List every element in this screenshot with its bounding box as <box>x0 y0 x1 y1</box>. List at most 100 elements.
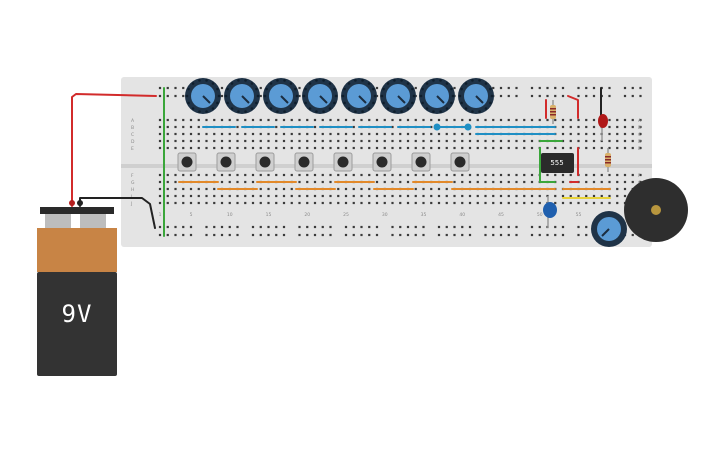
breadboard-hole[interactable] <box>298 233 301 237</box>
breadboard-hole[interactable] <box>306 139 309 143</box>
wire-green-chip[interactable] <box>539 147 556 183</box>
breadboard-hole[interactable] <box>538 94 541 98</box>
breadboard-hole[interactable] <box>414 187 417 191</box>
breadboard-hole[interactable] <box>205 132 208 136</box>
breadboard-hole[interactable] <box>368 118 371 122</box>
breadboard-hole[interactable] <box>406 225 410 229</box>
breadboard-hole[interactable] <box>468 146 472 150</box>
wire-endpoint[interactable] <box>464 123 472 131</box>
breadboard-hole[interactable] <box>430 187 433 191</box>
breadboard-hole[interactable] <box>484 139 487 143</box>
potentiometer-8[interactable] <box>458 78 494 114</box>
breadboard-hole[interactable] <box>174 146 177 150</box>
breadboard-hole[interactable] <box>174 233 177 237</box>
breadboard-hole[interactable] <box>236 125 239 129</box>
breadboard-hole[interactable] <box>251 225 255 229</box>
wires[interactable] <box>71 87 611 237</box>
breadboard-hole[interactable] <box>290 187 293 191</box>
breadboard-hole[interactable] <box>298 146 301 150</box>
breadboard-hole[interactable] <box>174 132 177 136</box>
potentiometer-5[interactable] <box>341 78 377 114</box>
breadboard-hole[interactable] <box>507 225 510 229</box>
breadboard-hole[interactable] <box>306 118 309 122</box>
breadboard-hole[interactable] <box>437 146 441 150</box>
breadboard-hole[interactable] <box>267 225 270 229</box>
breadboard-hole[interactable] <box>484 180 487 184</box>
breadboard-hole[interactable] <box>298 194 301 198</box>
breadboard-hole[interactable] <box>608 201 611 205</box>
breadboard-hole[interactable] <box>352 146 355 150</box>
breadboard-hole[interactable] <box>244 201 247 205</box>
breadboard-hole[interactable] <box>313 194 317 198</box>
breadboard-hole[interactable] <box>375 118 379 122</box>
breadboard-hole[interactable] <box>530 201 534 205</box>
breadboard-hole[interactable] <box>329 194 332 198</box>
breadboard-hole[interactable] <box>515 225 518 229</box>
breadboard-hole[interactable] <box>282 233 286 237</box>
breadboard-hole[interactable] <box>375 86 379 90</box>
breadboard-hole[interactable] <box>321 146 324 150</box>
breadboard-hole[interactable] <box>383 139 386 143</box>
breadboard-hole[interactable] <box>445 194 448 198</box>
breadboard-hole[interactable] <box>360 132 363 136</box>
breadboard-hole[interactable] <box>406 233 410 237</box>
breadboard-hole[interactable] <box>275 118 278 122</box>
pushbutton-1[interactable] <box>177 152 197 172</box>
breadboard-hole[interactable] <box>507 139 510 143</box>
breadboard-hole[interactable] <box>213 139 216 143</box>
breadboard-hole[interactable] <box>313 180 317 184</box>
breadboard-hole[interactable] <box>166 187 169 191</box>
breadboard-hole[interactable] <box>631 118 634 122</box>
breadboard-hole[interactable] <box>298 118 301 122</box>
breadboard-hole[interactable] <box>306 225 309 229</box>
breadboard-hole[interactable] <box>453 139 456 143</box>
breadboard-hole[interactable] <box>476 194 479 198</box>
breadboard-hole[interactable] <box>492 233 495 237</box>
breadboard-hole[interactable] <box>406 194 410 198</box>
breadboard-hole[interactable] <box>499 225 503 229</box>
breadboard-hole[interactable] <box>197 125 200 129</box>
breadboard-hole[interactable] <box>313 146 317 150</box>
breadboard-hole[interactable] <box>375 225 379 229</box>
breadboard-hole[interactable] <box>445 132 448 136</box>
breadboard-hole[interactable] <box>623 86 627 90</box>
breadboard-hole[interactable] <box>352 125 355 129</box>
breadboard-hole[interactable] <box>259 86 262 90</box>
breadboard-hole[interactable] <box>189 118 193 122</box>
breadboard-hole[interactable] <box>182 118 185 122</box>
breadboard-hole[interactable] <box>158 201 162 205</box>
breadboard-hole[interactable] <box>166 180 169 184</box>
breadboard-hole[interactable] <box>360 201 363 205</box>
breadboard-hole[interactable] <box>313 132 317 136</box>
breadboard-hole[interactable] <box>368 225 371 229</box>
breadboard-hole[interactable] <box>453 201 456 205</box>
breadboard-hole[interactable] <box>561 173 565 177</box>
breadboard-hole[interactable] <box>329 201 332 205</box>
breadboard-hole[interactable] <box>298 173 301 177</box>
breadboard-hole[interactable] <box>383 132 386 136</box>
breadboard-hole[interactable] <box>321 180 324 184</box>
breadboard-hole[interactable] <box>414 233 417 237</box>
breadboard-hole[interactable] <box>182 132 185 136</box>
breadboard-hole[interactable] <box>321 139 324 143</box>
breadboard-hole[interactable] <box>453 194 456 198</box>
breadboard-hole[interactable] <box>166 86 169 90</box>
breadboard-hole[interactable] <box>391 194 394 198</box>
breadboard-hole[interactable] <box>616 187 619 191</box>
breadboard-hole[interactable] <box>259 139 262 143</box>
breadboard-hole[interactable] <box>546 233 549 237</box>
breadboard-hole[interactable] <box>344 225 348 229</box>
breadboard-hole[interactable] <box>554 94 557 98</box>
breadboard-hole[interactable] <box>236 233 239 237</box>
breadboard-hole[interactable] <box>306 180 309 184</box>
breadboard-hole[interactable] <box>399 173 402 177</box>
breadboard-hole[interactable] <box>523 118 526 122</box>
breadboard-hole[interactable] <box>569 118 572 122</box>
breadboard-hole[interactable] <box>616 194 619 198</box>
breadboard-hole[interactable] <box>375 233 379 237</box>
breadboard-hole[interactable] <box>158 233 162 237</box>
breadboard-hole[interactable] <box>468 194 472 198</box>
breadboard-hole[interactable] <box>499 233 503 237</box>
breadboard-hole[interactable] <box>306 194 309 198</box>
breadboard-hole[interactable] <box>476 201 479 205</box>
